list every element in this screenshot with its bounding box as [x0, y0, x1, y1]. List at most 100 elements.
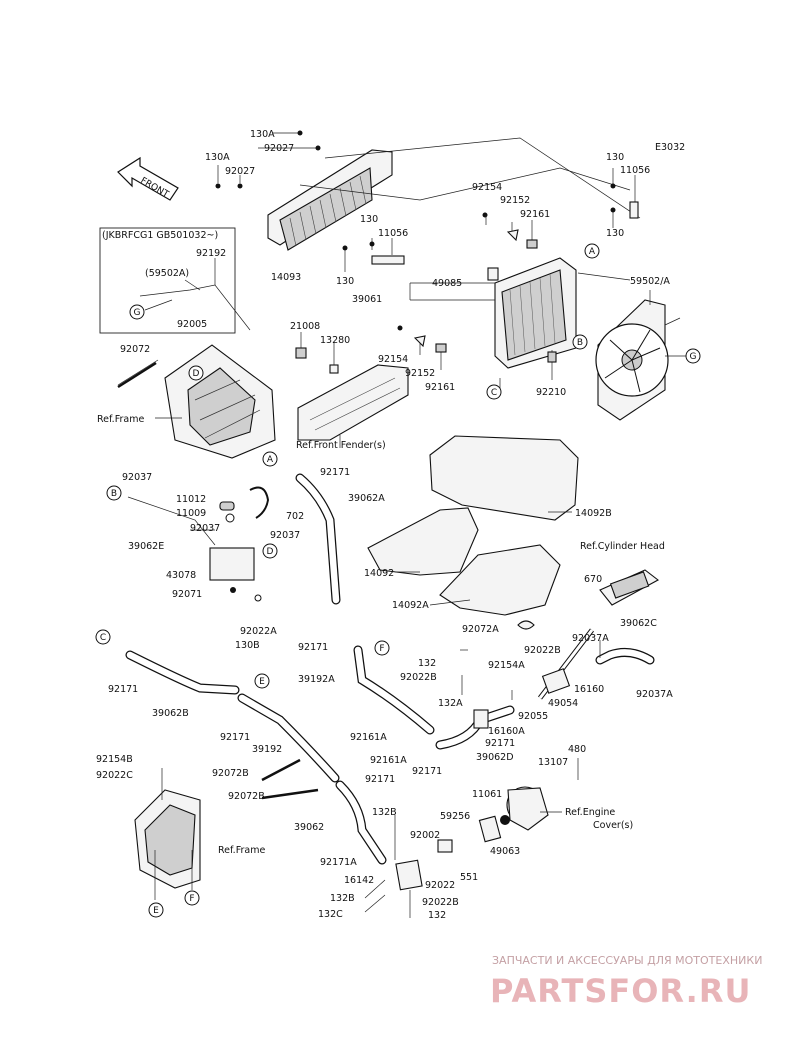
part-label: 39062C [620, 618, 657, 629]
part-label: 92171 [485, 738, 515, 749]
part-label: 14092B [575, 508, 612, 519]
svg-text:D: D [193, 369, 200, 379]
part-label: 13107 [538, 757, 568, 768]
part-label: 39192A [298, 674, 335, 685]
undertray-14092A [439, 544, 561, 616]
part-label: 132 [428, 910, 446, 921]
grommet-92152 [506, 229, 519, 242]
grommet-92152-b [413, 335, 426, 348]
part-label: 92022B [422, 897, 459, 908]
part-label: 11056 [620, 165, 650, 176]
callout-b-radiator: B [572, 334, 588, 350]
part-label: 132A [438, 698, 463, 709]
callout-f-frame: F [184, 890, 200, 906]
part-label: 92072 [120, 344, 150, 355]
part-label: 92161 [520, 209, 550, 220]
part-label: 16160 [574, 684, 604, 695]
box-note: (JKBRFCG1 GB501032~) [102, 230, 218, 241]
part-label: 59256 [440, 811, 470, 822]
part-label: 130 [606, 152, 624, 163]
callout-b-hose: B [106, 485, 122, 501]
front-fender-ref [295, 332, 409, 448]
part-label: 92022 [425, 880, 455, 891]
part-label: 92154 [378, 354, 408, 365]
part-label: 132C [318, 909, 343, 920]
part-label: 49085 [432, 278, 462, 289]
part-label: 92022C [96, 770, 133, 781]
part-label: 14093 [271, 272, 301, 283]
part-label: 92171 [365, 774, 395, 785]
thermostat-housing [473, 668, 571, 729]
part-label: 132B [330, 893, 355, 904]
part-label: 92161 [425, 382, 455, 393]
part-label: 92055 [518, 711, 548, 722]
undertray-14092 [367, 507, 479, 576]
fasteners-top [215, 130, 616, 331]
part-label: 39062D [476, 752, 514, 763]
part-label: 39062E [128, 541, 164, 552]
part-label: 92005 [177, 319, 207, 330]
part-label: 130 [360, 214, 378, 225]
variant-box [99, 227, 251, 334]
part-label: 92161A [370, 755, 407, 766]
part-label: 92022A [240, 626, 277, 637]
part-label: 59502/A [630, 276, 670, 287]
ref-engine-cover-1: Ref.Engine [565, 807, 615, 818]
svg-text:F: F [379, 644, 384, 654]
part-label: 551 [460, 872, 478, 883]
callout-f-hose: F [374, 640, 390, 656]
part-label: 92152 [405, 368, 435, 379]
part-label: 39062B [152, 708, 189, 719]
svg-text:B: B [111, 489, 117, 499]
svg-text:C: C [100, 633, 106, 643]
svg-text:E: E [153, 906, 159, 916]
leader-lines-top [217, 132, 641, 272]
part-label: 49063 [490, 846, 520, 857]
part-label: 39061 [352, 294, 382, 305]
part-label: 92171 [108, 684, 138, 695]
diagram-code: E3032 [655, 142, 685, 153]
part-label: 92154A [488, 660, 525, 671]
part-label: 92037 [270, 530, 300, 541]
part-label: 130 [336, 276, 354, 287]
part-label: 14092A [392, 600, 429, 611]
pin-92072B-2 [261, 788, 319, 800]
part-label: 92171 [220, 732, 250, 743]
part-label: 480 [568, 744, 586, 755]
part-label: 92022B [524, 645, 561, 656]
part-label: 92037 [122, 472, 152, 483]
callout-g-box: G [129, 304, 145, 320]
part-label: 92027 [225, 166, 255, 177]
part-label: 92171A [320, 857, 357, 868]
part-label: 130A [205, 152, 230, 163]
pin-92072B-1 [261, 758, 301, 782]
part-label: 49054 [548, 698, 578, 709]
callout-a-hose: A [262, 451, 278, 467]
ref-frame-bottom: Ref.Frame [218, 845, 265, 856]
part-label: 11009 [176, 508, 206, 519]
clip-92072A [517, 620, 535, 630]
callout-a-radiator: A [584, 243, 600, 259]
callout-e-frame: E [148, 902, 164, 918]
part-label: 16160A [488, 726, 525, 737]
part-label: 11012 [176, 494, 206, 505]
front-arrow-icon: FRONT [117, 156, 179, 201]
part-label: 92072B [228, 791, 265, 802]
part-label: 21008 [290, 321, 320, 332]
bracket-11056 [371, 255, 405, 265]
bracket-11056-right [629, 201, 639, 219]
part-label: 92171 [412, 766, 442, 777]
radiator-39061 [487, 257, 577, 369]
svg-text:A: A [589, 247, 596, 257]
part-labels: 130A 92027 130A 92027 130 11056 130 1409… [96, 129, 673, 921]
svg-text:F: F [189, 894, 194, 904]
part-label: 130A [250, 129, 275, 140]
part-label: 130B [235, 640, 260, 651]
part-label: 92022B [400, 672, 437, 683]
part-label: 39062A [348, 493, 385, 504]
svg-text:C: C [491, 388, 497, 398]
ref-front-fender: Ref.Front Fender(s) [296, 440, 386, 451]
part-label: 132 [418, 658, 436, 669]
part-label: 14092 [364, 568, 394, 579]
part-label: 92072A [462, 624, 499, 635]
